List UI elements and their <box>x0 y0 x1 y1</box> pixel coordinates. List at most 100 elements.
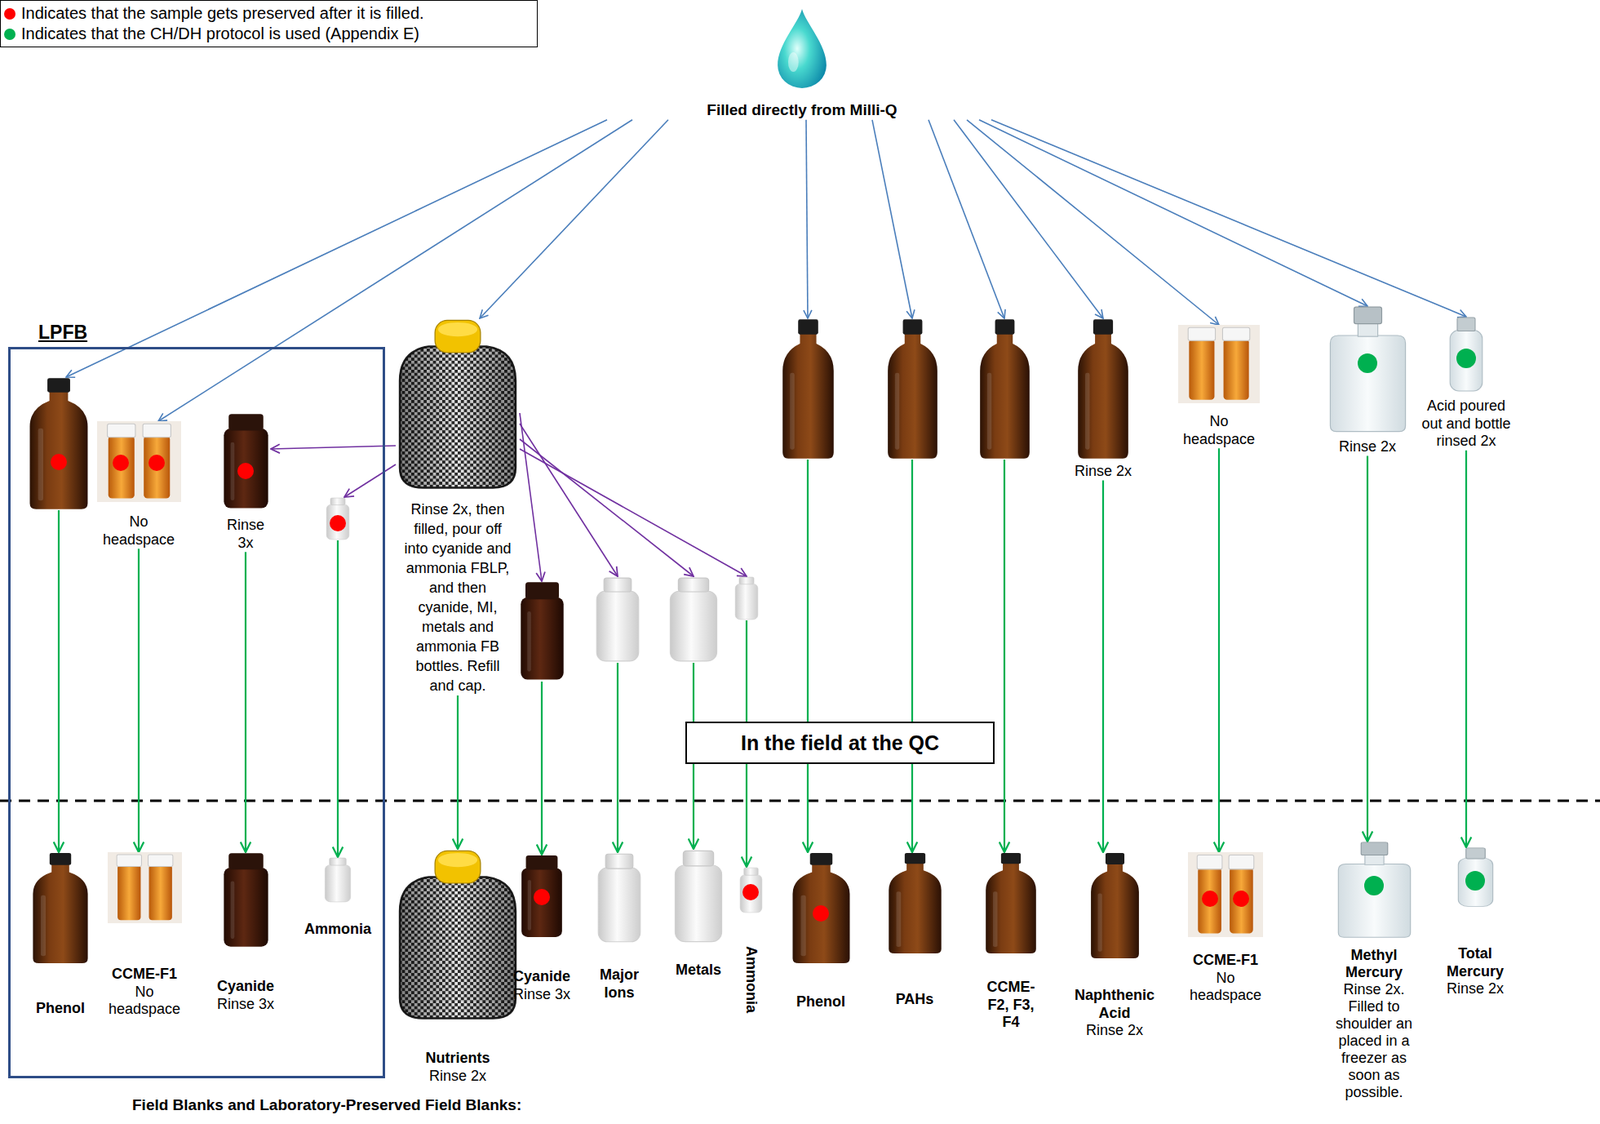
bottle-picture <box>1089 851 1141 959</box>
flow-arrow <box>57 509 60 852</box>
bottle-picture <box>323 856 352 903</box>
bottle-picture <box>790 851 852 964</box>
legend-swatch <box>3 27 17 41</box>
sample-bottle: No headspace <box>93 421 184 549</box>
flow-arrow <box>244 551 247 852</box>
flow-arrow <box>519 423 618 577</box>
caption-text: Field Blanks and Laboratory-Preserved Fi… <box>132 1095 522 1114</box>
flow-arrow <box>991 119 1467 317</box>
status-dot <box>1201 890 1219 907</box>
amber-drawing <box>983 851 1038 954</box>
bottle-picture <box>673 848 724 944</box>
vials-drawing <box>107 851 182 923</box>
bottle-label: Total Mercury <box>1438 944 1512 980</box>
sample-bottle <box>517 580 567 682</box>
flow-arrow <box>966 119 1219 325</box>
flow-arrow <box>137 548 140 852</box>
sample-bottle: Methyl MercuryRinse 2x. Filled to should… <box>1333 841 1415 1101</box>
bottle-label: Ammonia <box>741 945 760 1013</box>
flow-arrow <box>1218 447 1220 852</box>
vials-drawing <box>1187 851 1264 937</box>
bottle-label: Rinse 2x <box>1438 979 1512 998</box>
sample-bottle: Naphthenic AcidRinse 2x <box>1069 851 1160 1040</box>
bottle-picture <box>221 851 271 949</box>
bottle-picture <box>1178 324 1260 404</box>
flow-arrow <box>953 119 1104 319</box>
flow-arrow <box>270 445 396 449</box>
bottle-label: Rinse 3x <box>208 995 283 1014</box>
bottle-label: No headspace <box>1184 969 1267 1005</box>
bottle-label: Rinse 2x <box>395 1067 520 1086</box>
bottle-picture <box>594 576 641 663</box>
flow-arrow <box>806 459 809 852</box>
sample-bottle: Major Ions <box>593 851 646 1002</box>
sample-bottle: CCME-F2, F3, F4 <box>978 851 1044 1032</box>
flow-arrow <box>979 119 1368 306</box>
bottle-label: Major Ions <box>593 966 646 1002</box>
flow-arrow <box>1003 459 1006 852</box>
sample-bottle: Ammonia <box>301 856 375 939</box>
bottle-label: Acid poured out and bottle rinsed 2x <box>1418 397 1515 451</box>
flow-arrow <box>872 119 913 319</box>
bottle-label: Cyanide <box>208 977 283 996</box>
bottle-label: Naphthenic Acid <box>1069 986 1160 1022</box>
bottle-label: No headspace <box>99 983 190 1019</box>
status-dot <box>148 454 165 471</box>
lpfb-group: LPFBNo headspaceRinse 3xPhenolCCME-F1No … <box>8 346 386 1078</box>
flow-arrow <box>158 119 633 422</box>
amber-drawing <box>780 318 836 460</box>
sample-bottle <box>779 318 837 460</box>
water-source: Filled directly from Milli-Q <box>603 8 1001 120</box>
sample-bottle: Rinse 2x <box>1322 305 1413 457</box>
carboy-drawing <box>395 318 520 490</box>
legend-text: Indicates that the CH/DH protocol is use… <box>21 23 537 45</box>
flow-arrow <box>519 412 542 581</box>
flow-arrow <box>928 119 1005 319</box>
flow-arrow <box>336 540 339 857</box>
bottle-picture <box>1187 851 1264 937</box>
status-dot <box>1456 348 1476 368</box>
amber-drawing <box>978 318 1032 460</box>
bottle-picture <box>780 318 836 460</box>
bottle-picture <box>519 854 564 939</box>
bottle-picture <box>596 851 643 944</box>
field-divider <box>0 799 1600 803</box>
status-dot <box>1357 353 1378 373</box>
jar-drawing <box>518 580 566 682</box>
flow-arrow <box>616 662 619 852</box>
flow-arrow <box>456 695 459 849</box>
bottle-label: Rinse 3x <box>509 985 575 1004</box>
sample-bottle <box>731 576 762 621</box>
sample-bottle <box>321 496 355 541</box>
bottle-label: No headspace <box>1178 412 1260 448</box>
bottle-label: Rinse 2x. Filled to shoulder an placed i… <box>1333 980 1415 1101</box>
sample-bottle: CyanideRinse 3x <box>509 854 575 1003</box>
bottle-label: Rinse 2x <box>1066 462 1140 481</box>
amber-drawing <box>1089 851 1141 959</box>
amber-drawing <box>886 851 944 954</box>
sample-bottle <box>884 318 940 460</box>
sample-bottle: CCME-F1No headspace <box>1184 851 1267 1005</box>
sample-bottle <box>22 376 96 510</box>
jar-drawing <box>221 412 271 510</box>
bottle-picture <box>107 851 182 923</box>
flow-arrow <box>66 119 608 377</box>
vials-drawing <box>97 421 182 502</box>
bottle-picture <box>775 8 829 90</box>
white-drawing <box>323 856 352 903</box>
bottle-picture <box>325 496 351 541</box>
amber-drawing <box>27 376 90 510</box>
bottle-label: Ammonia <box>301 920 375 939</box>
bottle-label: Rinse 2x <box>1322 438 1413 457</box>
legend-text: Indicates that the sample gets preserved… <box>21 3 537 24</box>
bottle-picture <box>886 851 944 954</box>
bottle-label: PAHs <box>881 990 948 1009</box>
bottle-label: CCME-F1 <box>99 965 190 984</box>
bottle-picture <box>518 580 566 682</box>
bottle-label: Cyanide <box>509 967 575 986</box>
sample-bottle: Rinse 3x <box>220 412 271 552</box>
sample-bottle: Phenol <box>788 851 854 1011</box>
group-heading: LPFB <box>38 321 88 345</box>
bottle-label: CCME-F1 <box>1184 951 1267 970</box>
drop-drawing <box>775 8 829 90</box>
